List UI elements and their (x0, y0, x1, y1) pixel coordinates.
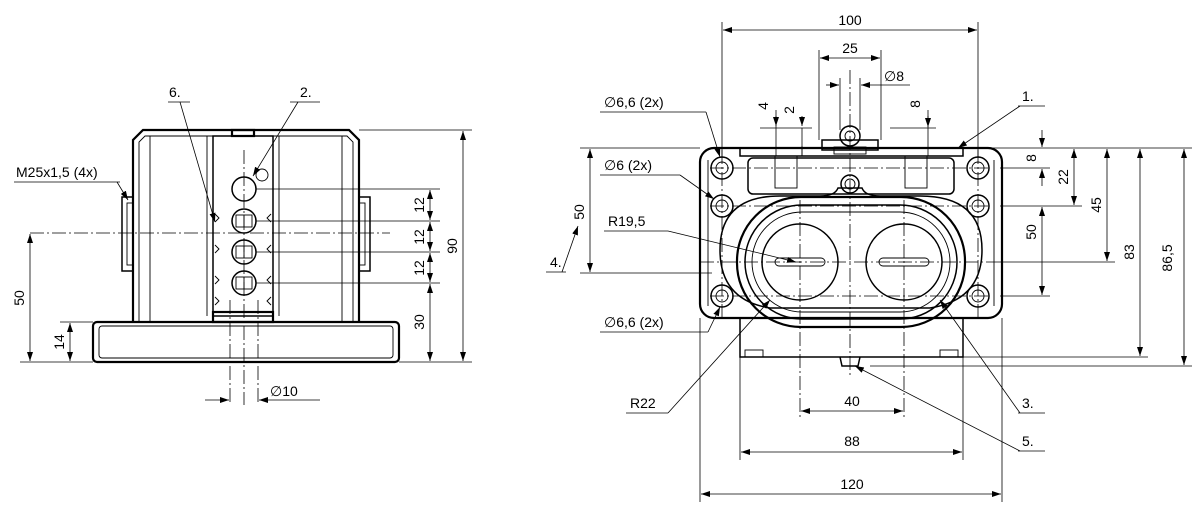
callout-2: 2. (300, 84, 312, 100)
callout-1: 1. (1022, 88, 1034, 104)
dim-2: 2 (781, 106, 797, 114)
dim-83: 83 (1121, 244, 1137, 260)
callout-3: 3. (1022, 395, 1034, 411)
dim-45: 45 (1088, 197, 1104, 213)
dim-100: 100 (838, 12, 862, 28)
side-view: 12 12 12 30 90 50 14 ∅10 6. 2. M25x1,5 (… (11, 84, 472, 405)
dim-8-top: 8 (907, 100, 923, 108)
callout-hole-mid: ∅6 (2x) (604, 157, 652, 173)
callout-5: 5. (1022, 433, 1034, 449)
front-outer-plate (698, 146, 1004, 320)
side-base-flange (91, 320, 401, 364)
dim-50-inner: 50 (1023, 224, 1039, 240)
dim-8-side: 8 (1023, 154, 1039, 162)
dim-14: 14 (51, 334, 67, 350)
callout-r19: R19,5 (608, 213, 646, 229)
callout-thread: M25x1,5 (4x) (16, 164, 98, 180)
dim-12-a: 12 (411, 197, 427, 213)
dim-50-side: 50 (11, 290, 27, 306)
side-body (131, 128, 361, 322)
front-inner-housing (719, 187, 983, 309)
dim-12-b: 12 (411, 229, 427, 245)
dim-30: 30 (411, 314, 427, 330)
dim-88: 88 (844, 433, 860, 449)
front-view: 100 25 ∅8 4 2 8 8 (546, 12, 1192, 502)
dim-4: 4 (755, 102, 771, 110)
callout-r22: R22 (630, 395, 656, 411)
dim-12-c: 12 (411, 260, 427, 276)
dim-40: 40 (844, 393, 860, 409)
dim-120: 120 (840, 476, 864, 492)
side-gland-right (358, 196, 371, 272)
callout-6: 6. (169, 84, 181, 100)
dim-90: 90 (444, 238, 460, 254)
side-gland-left (121, 196, 134, 272)
dim-dia-10: ∅10 (270, 383, 298, 399)
callout-hole-bottom: ∅6,6 (2x) (604, 314, 664, 330)
dim-22: 22 (1055, 169, 1071, 185)
dim-25: 25 (842, 40, 858, 56)
dim-50-outer: 50 (571, 204, 587, 220)
dim-86-5: 86,5 (1159, 244, 1175, 271)
dim-dia-8: ∅8 (884, 68, 904, 84)
callout-4: 4. (550, 254, 562, 270)
callout-hole-top: ∅6,6 (2x) (604, 94, 664, 110)
